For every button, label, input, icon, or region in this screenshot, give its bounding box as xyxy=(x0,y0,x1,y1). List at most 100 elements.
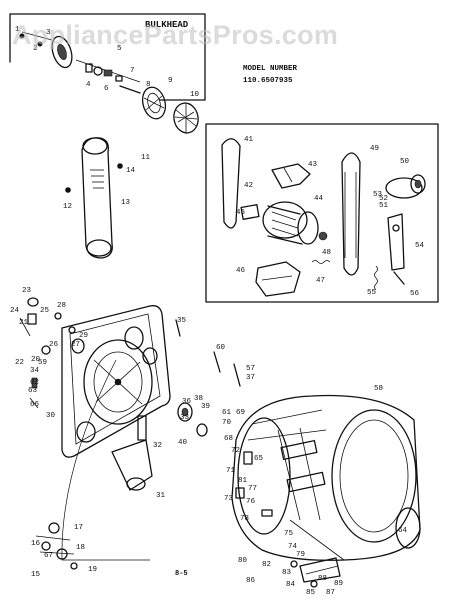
part-label-76: 76 xyxy=(246,498,256,506)
motor-assembly-frame xyxy=(205,123,439,303)
part-label-67: 67 xyxy=(44,552,53,560)
part-label-82: 82 xyxy=(262,561,271,569)
part-label-36: 36 xyxy=(182,398,192,406)
part-label-78: 78 xyxy=(240,515,249,523)
part-label-22: 22 xyxy=(15,359,24,367)
part-label-44: 44 xyxy=(314,195,324,203)
part-label-57: 57 xyxy=(246,365,255,373)
dryer-drum xyxy=(231,394,421,588)
part-label-25: 25 xyxy=(40,307,50,315)
part-label-60: 60 xyxy=(216,344,226,352)
part-label-51: 51 xyxy=(379,202,389,210)
part-label-8: 8 xyxy=(146,81,151,89)
part-label-66: 66 xyxy=(30,401,40,409)
part-label-23: 23 xyxy=(22,287,32,295)
part-label-13: 13 xyxy=(121,199,131,207)
part-label-62: 62 xyxy=(30,379,39,387)
part-label-61: 61 xyxy=(222,409,232,417)
part-label-39: 39 xyxy=(201,403,210,411)
part-label-58: 58 xyxy=(374,385,383,393)
part-label-11: 11 xyxy=(141,154,151,162)
part-label-47: 47 xyxy=(316,277,325,285)
part-label-56: 56 xyxy=(410,290,420,298)
model-number-label: MODEL NUMBER xyxy=(243,65,298,73)
part-label-32: 32 xyxy=(153,442,162,450)
part-label-1: 1 xyxy=(15,26,20,34)
part-label-49: 49 xyxy=(370,145,379,153)
motor-assembly xyxy=(221,138,426,297)
part-label-48: 48 xyxy=(322,249,331,257)
part-label-31: 31 xyxy=(156,492,166,500)
part-label-20: 20 xyxy=(31,356,41,364)
part-label-84: 84 xyxy=(286,581,296,589)
part-label-87: 87 xyxy=(326,589,335,597)
part-label-72: 72 xyxy=(231,447,240,455)
part-label-21: 21 xyxy=(19,319,29,327)
part-label-64: 64 xyxy=(398,527,408,535)
model-number-value: 110.6507935 xyxy=(243,77,293,85)
part-label-65: 65 xyxy=(254,455,264,463)
part-label-34: 34 xyxy=(30,367,40,375)
part-label-15: 15 xyxy=(31,571,41,579)
part-label-41: 41 xyxy=(244,136,254,144)
page-code: 8-5 xyxy=(175,570,188,578)
bulkhead-panel xyxy=(61,305,171,561)
part-label-2: 2 xyxy=(33,45,38,53)
part-label-73: 73 xyxy=(224,495,234,503)
part-label-6: 6 xyxy=(104,85,109,93)
part-label-42: 42 xyxy=(244,182,253,190)
part-label-74: 74 xyxy=(288,543,298,551)
part-label-16: 16 xyxy=(31,540,41,548)
part-label-70: 70 xyxy=(222,419,232,427)
part-label-52: 52 xyxy=(379,195,388,203)
section-title: BULKHEAD xyxy=(145,20,189,30)
part-label-12: 12 xyxy=(63,203,72,211)
part-label-85: 85 xyxy=(306,589,316,597)
part-label-14: 14 xyxy=(126,167,136,175)
part-label-18: 18 xyxy=(76,544,85,552)
part-label-50: 50 xyxy=(400,158,410,166)
part-label-37: 37 xyxy=(246,374,255,382)
part-label-9: 9 xyxy=(168,77,173,85)
part-label-26: 26 xyxy=(49,341,59,349)
bulkhead-frame xyxy=(9,13,206,101)
part-label-17: 17 xyxy=(74,524,83,532)
part-label-75: 75 xyxy=(284,530,294,538)
part-label-33: 33 xyxy=(180,414,190,422)
part-label-43: 43 xyxy=(308,161,318,169)
part-label-4: 4 xyxy=(86,81,91,89)
part-label-79: 79 xyxy=(296,551,305,559)
part-label-68: 68 xyxy=(224,435,233,443)
watermark: AppliancePartsPros.com xyxy=(12,20,338,50)
part-label-35: 35 xyxy=(177,317,187,325)
part-label-54: 54 xyxy=(415,242,425,250)
part-label-27: 27 xyxy=(71,341,80,349)
part-label-53: 53 xyxy=(373,191,383,199)
bulkhead-small-parts xyxy=(19,297,241,491)
part-label-59: 59 xyxy=(38,359,47,367)
blower-wheel-parts xyxy=(19,31,199,134)
part-label-29: 29 xyxy=(79,332,88,340)
part-label-46: 46 xyxy=(236,267,246,275)
part-label-77: 77 xyxy=(248,485,257,493)
part-label-71: 71 xyxy=(226,467,236,475)
part-label-30: 30 xyxy=(46,412,56,420)
part-label-45: 45 xyxy=(236,209,246,217)
part-label-81: 81 xyxy=(238,477,248,485)
part-label-80: 80 xyxy=(238,557,248,565)
part-label-5: 5 xyxy=(117,45,122,53)
part-label-10: 10 xyxy=(190,91,200,99)
part-label-3: 3 xyxy=(46,29,51,37)
exhaust-duct xyxy=(65,137,123,259)
part-label-7: 7 xyxy=(130,67,135,75)
part-label-38: 38 xyxy=(194,395,203,403)
part-label-19: 19 xyxy=(88,566,97,574)
part-label-63: 63 xyxy=(28,387,38,395)
part-label-88: 88 xyxy=(318,575,327,583)
part-number-labels: 1 2 3 4 5 6 7 8 9 10 11 12 13 14 15 16 1… xyxy=(10,26,425,597)
part-label-83: 83 xyxy=(282,569,292,577)
part-label-86: 86 xyxy=(246,577,256,585)
thermostat-cluster xyxy=(35,522,78,570)
part-label-69: 69 xyxy=(236,409,245,417)
